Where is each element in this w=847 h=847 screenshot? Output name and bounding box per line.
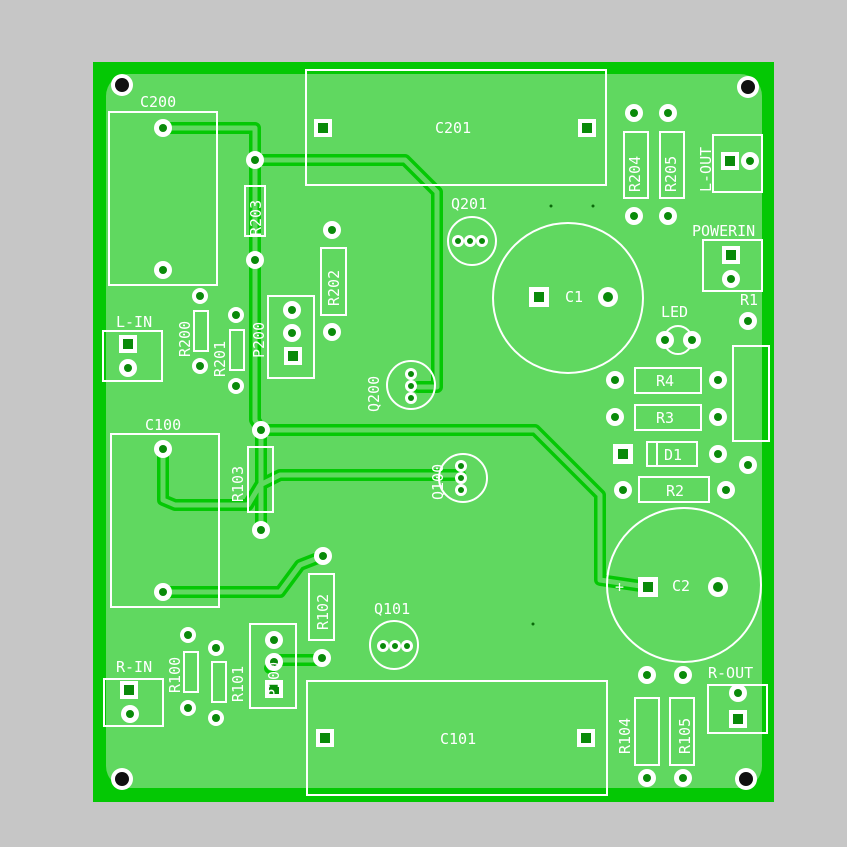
label-r2: R2 [666,482,684,500]
label-r201: R201 [211,341,229,377]
label-l-out: L-OUT [697,147,715,192]
label-r204: R204 [626,156,644,192]
label-r-in: R-IN [116,658,152,676]
r1-outline [732,345,770,442]
label-r104: R104 [616,718,634,754]
q200-outline [386,360,436,410]
label-c200: C200 [140,93,176,111]
copper-traces [160,125,650,671]
p100-outline [249,623,297,709]
label-r4: R4 [656,372,674,390]
silkscreen-labels: C200 C201 R203 R202 R200 R201 P200 L-IN … [116,93,758,754]
r205-outline [659,131,685,199]
label-q100: Q100 [429,464,447,500]
c2-outline [606,507,762,663]
r104-outline [634,697,660,766]
c200-outline [108,111,218,286]
label-d1: D1 [664,446,682,464]
label-p200: P200 [250,322,268,358]
label-r202: R202 [325,270,343,306]
c1-outline [492,222,644,374]
silkscreen-outlines [102,69,770,796]
label-c201: C201 [435,119,471,137]
label-led: LED [661,303,688,321]
r204-outline [623,131,649,199]
label-l-in: L-IN [116,313,152,331]
q100-outline [438,453,488,503]
r203-outline [244,185,266,237]
label-c100: C100 [145,416,181,434]
mounting-holes [111,74,759,790]
r101-outline [211,661,227,703]
r201-outline [229,329,245,371]
r200-outline [193,310,209,352]
label-r103: R103 [229,466,247,502]
l-in-outline [102,330,163,382]
r-in-outline [103,678,164,727]
r4-outline [634,367,702,394]
label-c1: C1 [565,288,583,306]
label-p100: P100 [265,662,283,698]
c101-outline [306,680,608,796]
label-q101: Q101 [374,600,410,618]
label-r-out: R-OUT [708,664,753,682]
label-r205: R205 [662,156,680,192]
r105-outline [669,697,695,766]
label-powerin: POWERIN [692,222,755,240]
q101-outline [369,620,419,670]
label-r200: R200 [176,321,194,357]
label-r3: R3 [656,409,674,427]
label-r100: R100 [166,657,184,693]
r103-outline [247,446,274,513]
c201-outline [305,69,607,186]
r2-outline [638,476,710,503]
label-c101: C101 [440,730,476,748]
c100-outline [110,433,220,608]
d1-outline [646,441,698,467]
r3-outline [634,404,702,431]
label-c2-plus: + [615,578,624,596]
r102-outline [308,573,335,641]
label-c2: C2 [672,577,690,595]
powerin-outline [702,239,763,292]
vias [531,204,595,626]
label-r1: R1 [740,291,758,309]
r202-outline [320,247,347,316]
label-q201: Q201 [451,195,487,213]
label-q200: Q200 [365,376,383,412]
label-r101: R101 [229,666,247,702]
l-out-outline [712,134,763,193]
p200-outline [267,295,315,379]
label-r203: R203 [247,200,265,236]
label-r105: R105 [676,718,694,754]
pads [119,104,759,787]
r100-outline [183,651,199,693]
q201-outline [447,216,497,266]
label-r102: R102 [314,594,332,630]
